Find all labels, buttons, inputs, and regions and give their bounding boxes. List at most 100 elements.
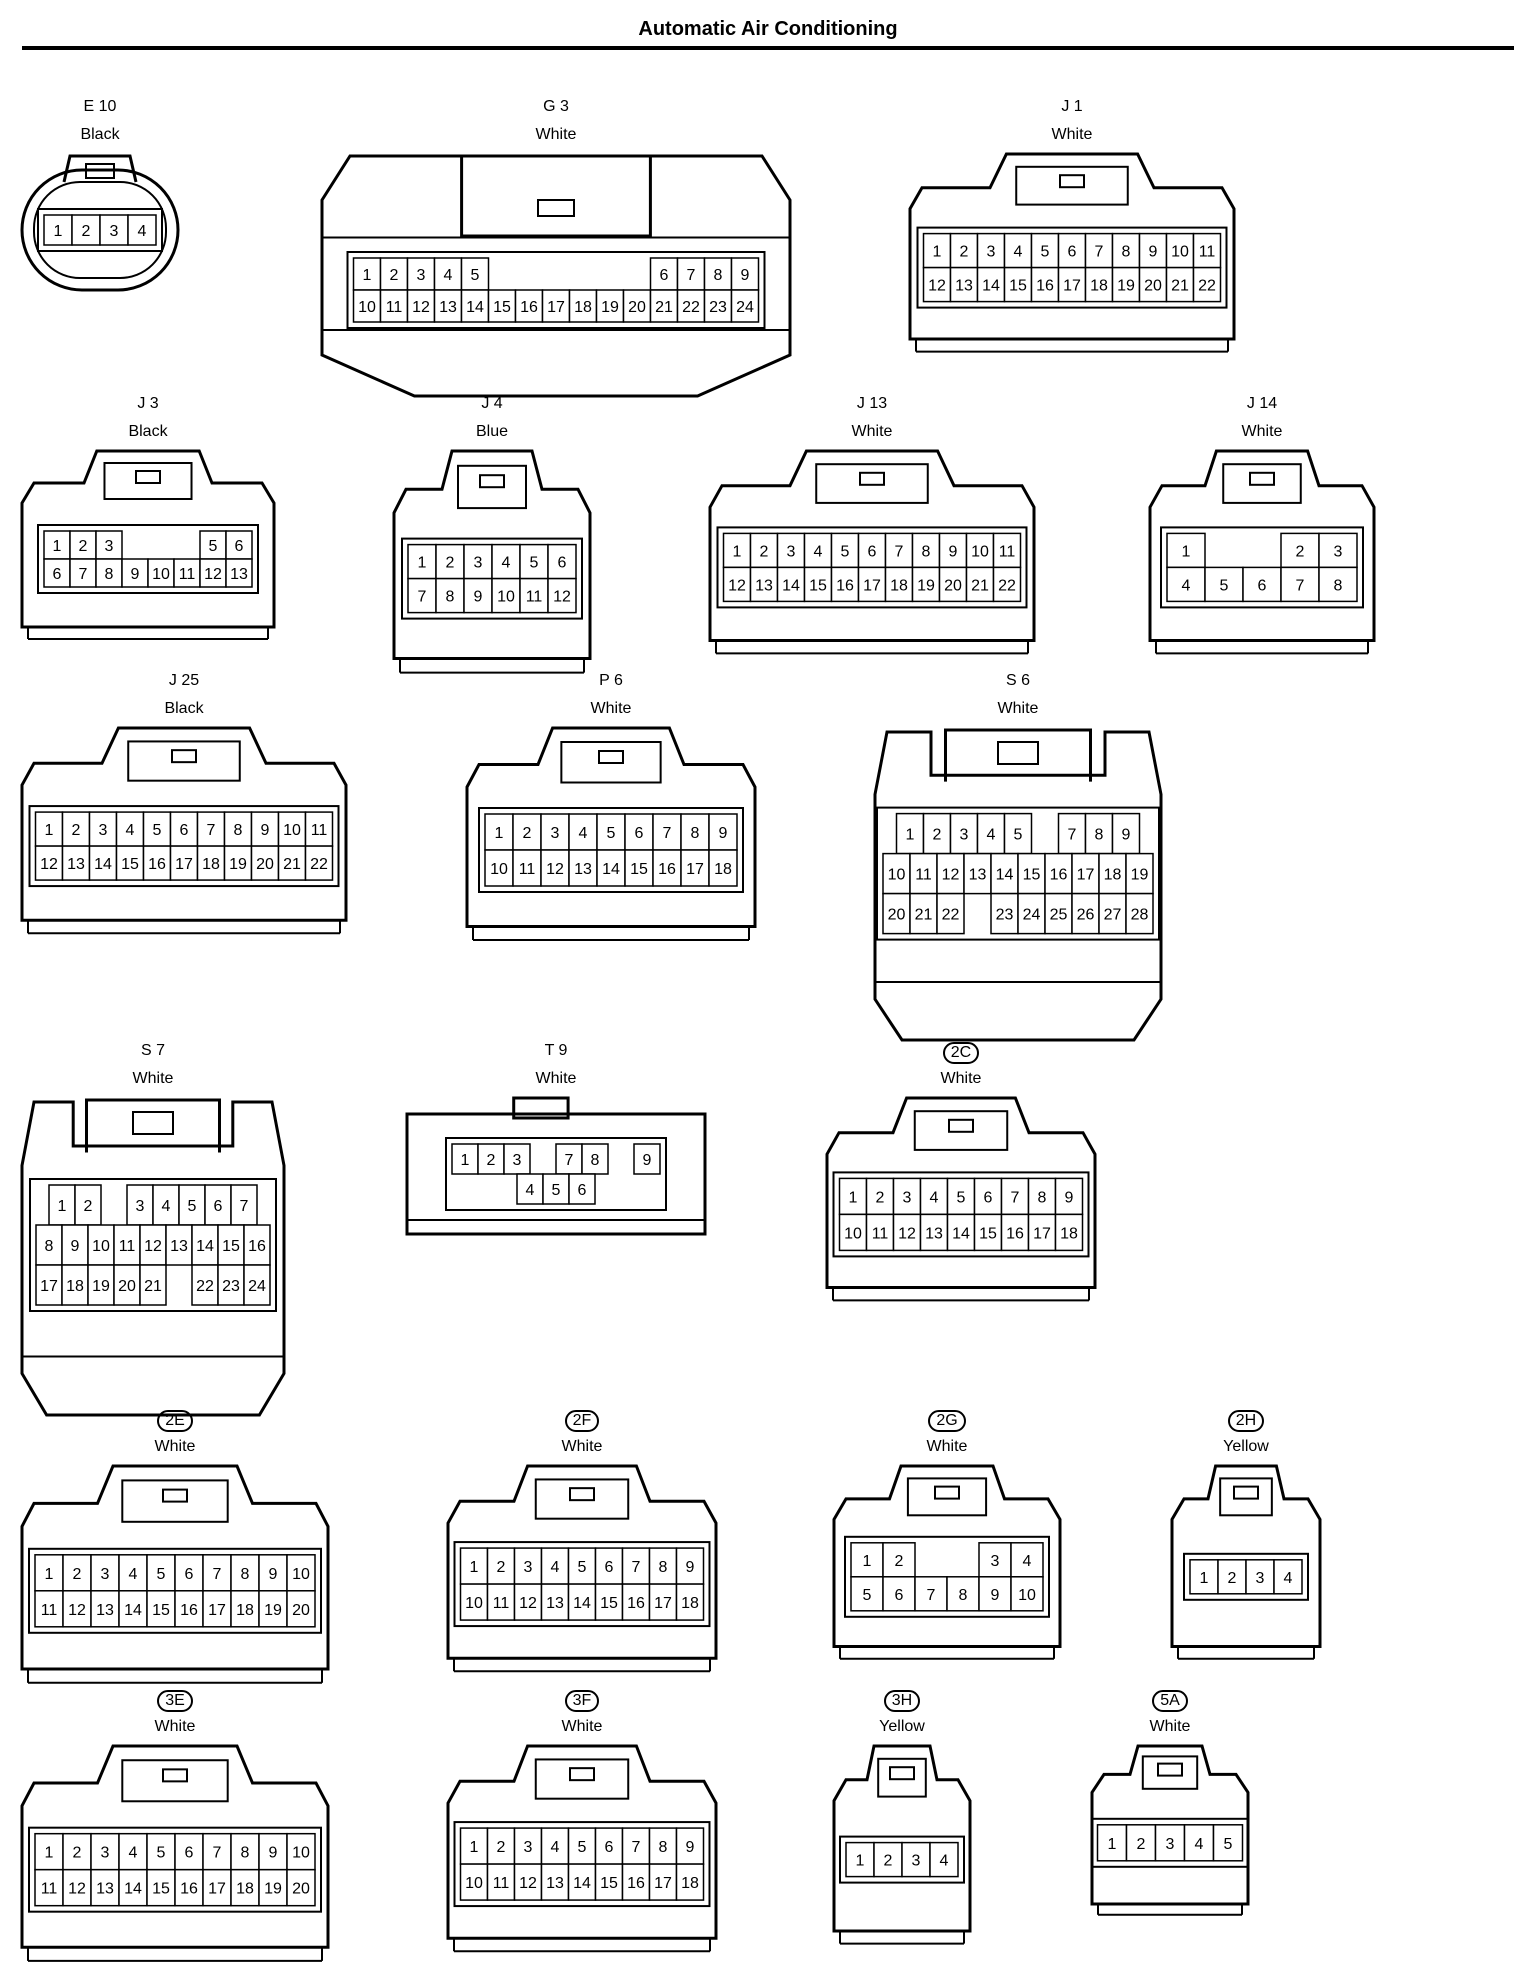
pin-cell: [199, 530, 227, 560]
pin-cell: [1125, 892, 1154, 935]
pin-number: 11: [41, 1881, 58, 1898]
pin-cell: [594, 1583, 624, 1621]
pin-cell: [992, 532, 1022, 569]
pin-number: 6: [185, 1845, 194, 1862]
pin-cell: [484, 813, 514, 851]
pin-number: 2: [497, 1839, 506, 1856]
pin-cell: [965, 532, 995, 569]
pin-cell: [230, 1184, 258, 1226]
pin-number: 6: [1068, 244, 1077, 261]
pin-number: 10: [465, 1595, 483, 1612]
pin-number: 7: [1296, 577, 1305, 594]
pin-number: 8: [691, 825, 700, 842]
pin-number: 9: [269, 1566, 278, 1583]
pin-cell: [1280, 532, 1320, 569]
pin-number: 2: [487, 1152, 496, 1169]
pin-number: 4: [129, 1566, 138, 1583]
pin-number: 2: [390, 267, 399, 284]
pin-cell: [484, 849, 514, 887]
pin-number: 19: [1131, 867, 1149, 884]
pin-cell: [992, 566, 1022, 603]
pin-number: 1: [54, 223, 63, 240]
pin-cell: [1318, 566, 1358, 603]
pin-number: 20: [1144, 278, 1162, 295]
pin-cell: [649, 289, 679, 323]
pin-number: 16: [148, 856, 166, 873]
pin-cell: [61, 1264, 89, 1306]
connector-id: J 13: [708, 395, 1036, 413]
pin-number: 12: [40, 856, 58, 873]
pin-number: 10: [844, 1225, 862, 1242]
pin-cell: [61, 811, 91, 847]
pin-number: 16: [1050, 867, 1068, 884]
pin-cell: [830, 566, 860, 603]
pin-number: 4: [129, 1845, 138, 1862]
pin-number: 8: [45, 1238, 54, 1255]
pin-cell: [435, 577, 465, 614]
pin-number: 19: [601, 299, 619, 316]
pin-number: 1: [470, 1839, 479, 1856]
pin-cell: [1125, 1824, 1157, 1862]
pin-number: 7: [207, 822, 216, 839]
pin-number: 22: [998, 577, 1016, 594]
pin-number: 11: [41, 1602, 58, 1619]
pin-cell: [1054, 1213, 1084, 1252]
pin-number: 3: [474, 555, 483, 572]
pin-number: 6: [214, 1198, 223, 1215]
connector-id: J 1: [908, 98, 1236, 116]
connector-id: E 10: [20, 98, 180, 116]
pin-cell: [407, 543, 437, 580]
pin-number: 13: [969, 867, 987, 884]
pin-number: 8: [1038, 1189, 1047, 1206]
pin-number: 5: [157, 1566, 166, 1583]
pin-cell: [1071, 892, 1100, 935]
pin-number: 13: [96, 1602, 114, 1619]
pin-cell: [621, 1863, 651, 1901]
pin-number: 17: [654, 1875, 672, 1892]
connector-color: White: [535, 1070, 577, 1087]
pin-number: 1: [418, 555, 427, 572]
pin-number: 11: [872, 1225, 889, 1242]
pin-number: 7: [927, 1587, 936, 1604]
pin-number: 8: [105, 566, 114, 583]
pin-number: 4: [126, 822, 135, 839]
pin-number: 2: [1137, 1836, 1146, 1853]
pin-number: 5: [1224, 1836, 1233, 1853]
pin-number: 24: [248, 1278, 266, 1295]
pin-number: 13: [546, 1595, 564, 1612]
connector-id: 2E: [20, 1410, 330, 1432]
pin-number: 6: [235, 538, 244, 555]
pin-number: 2: [446, 555, 455, 572]
pin-cell: [118, 1868, 148, 1907]
connector-color: White: [1149, 1718, 1191, 1735]
pin-number: 4: [940, 1853, 949, 1870]
pin-number: 12: [144, 1238, 162, 1255]
connector-id: J 25: [20, 672, 348, 690]
pin-number: 8: [659, 1559, 668, 1576]
pin-number: 6: [868, 543, 877, 560]
pin-cell: [459, 1583, 489, 1621]
pin-cell: [838, 1213, 868, 1252]
pin-number: 14: [124, 1881, 142, 1898]
pin-number: 18: [681, 1875, 699, 1892]
pin-cell: [621, 1583, 651, 1621]
connector-color: White: [535, 126, 577, 143]
pin-number: 8: [234, 822, 243, 839]
pin-cell: [892, 1177, 922, 1216]
pin-cell: [174, 1554, 204, 1592]
connector-id: 2F: [446, 1410, 718, 1432]
connector-id: 2H: [1170, 1410, 1322, 1432]
pin-number: 1: [45, 1845, 54, 1862]
pin-cell: [911, 566, 941, 603]
pin-cell: [146, 1554, 176, 1592]
connector-id: G 3: [320, 98, 792, 116]
pin-number: 18: [236, 1881, 254, 1898]
pin-cell: [88, 811, 118, 847]
pin-number: 17: [208, 1881, 226, 1898]
pin-cell: [513, 1547, 543, 1585]
